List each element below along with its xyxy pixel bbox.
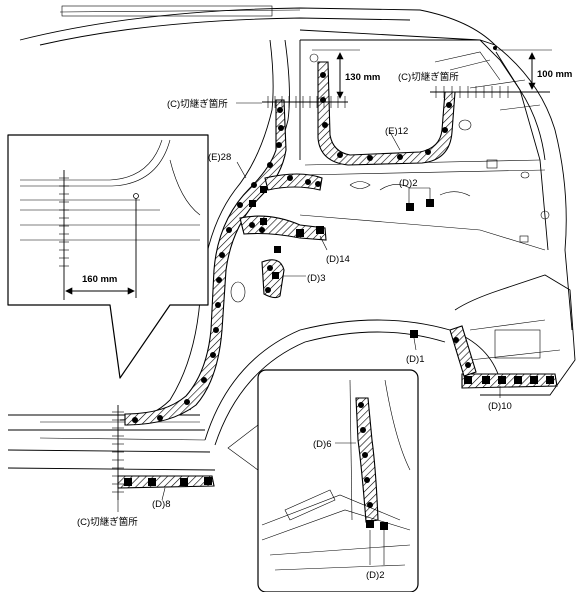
dimension-130: 130 mm [345,72,380,83]
cut-label-top-right: (C)切継ぎ箇所 [398,71,459,83]
leader-lines [117,102,501,512]
dimension-marks [309,46,552,99]
dimension-160: 160 mm [82,274,117,285]
weld-label-d6: (D)6 [313,439,331,450]
inset-detail-bottom [227,369,419,592]
weld-label-d8: (D)8 [152,499,170,510]
weld-square-marks [124,186,554,530]
text-labels: (C)切継ぎ箇所 (C)切継ぎ箇所 (C)切継ぎ箇所 130 mm 100 mm… [77,69,572,581]
weld-label-e12: (E)12 [385,126,408,137]
weld-label-d14: (D)14 [326,254,350,265]
dimension-100: 100 mm [537,69,572,80]
cut-label-bottom: (C)切継ぎ箇所 [77,516,138,528]
weld-label-d2-inset: (D)2 [366,570,384,581]
cut-lines [112,86,550,500]
weld-label-d2-upper: (D)2 [399,178,417,189]
weld-label-d1: (D)1 [406,354,424,365]
body-outline [7,5,576,471]
weld-label-e28: (E)28 [208,152,231,163]
cut-label-top-left: (C)切継ぎ箇所 [167,98,228,110]
weld-label-d3: (D)3 [307,273,325,284]
weld-label-d10: (D)10 [488,401,512,412]
inset-detail-top [7,134,209,379]
weld-spot-circles [132,72,471,508]
